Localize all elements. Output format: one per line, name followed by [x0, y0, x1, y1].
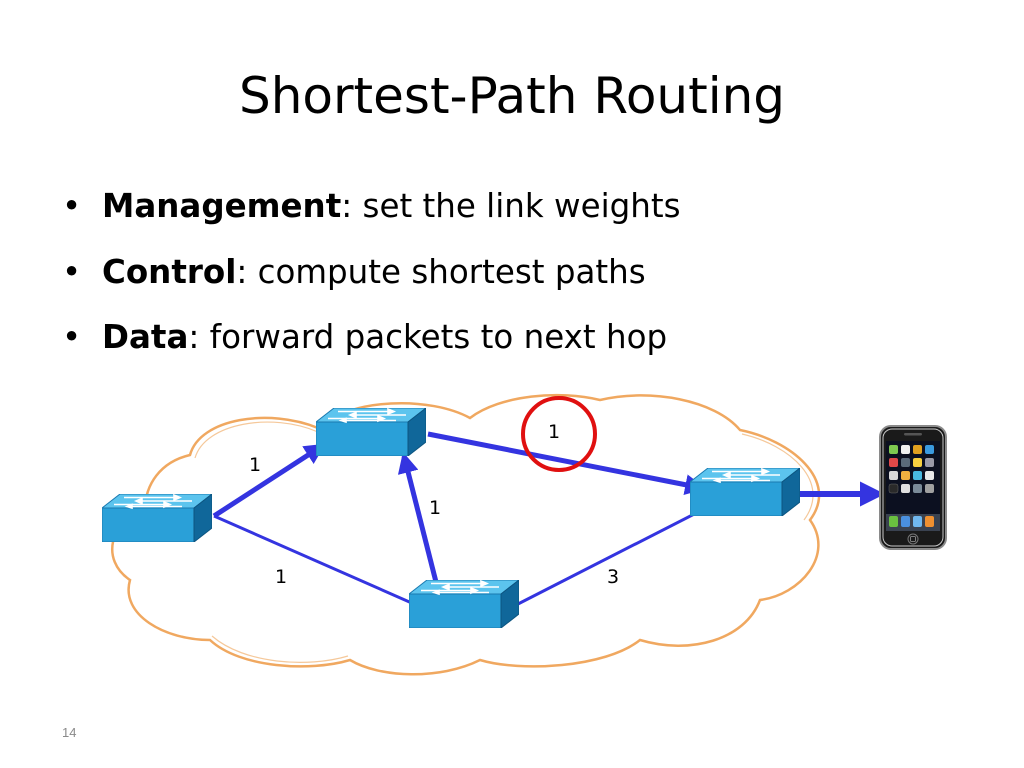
link-bottom-top	[397, 451, 439, 583]
link-left-bottom	[213, 514, 415, 606]
bullet-dot-icon: •	[62, 318, 82, 356]
bullet-dot-icon: •	[62, 187, 82, 225]
link-weight-label: 3	[607, 566, 619, 588]
bullet-text: : set the link weights	[341, 187, 681, 225]
link-weight-label: 1	[249, 454, 261, 476]
bullet-term: Management	[102, 187, 342, 225]
link-weight-label: 1	[429, 497, 441, 519]
switch-top	[316, 408, 426, 456]
slide-title: Shortest-Path Routing	[238, 67, 786, 125]
switch-bottom	[409, 580, 519, 628]
bullet-text: : forward packets to next hop	[188, 318, 668, 356]
network-links	[212, 431, 886, 606]
page-number: 14	[62, 725, 77, 740]
link-left-top	[212, 443, 326, 519]
link-top-right	[427, 431, 707, 496]
bullet-text: : compute shortest paths	[236, 252, 646, 291]
smartphone-icon	[879, 425, 947, 550]
link-bottom-right	[517, 506, 707, 606]
bullet-control: • Control: compute shortest paths	[62, 252, 681, 292]
bullet-term: Data	[102, 318, 189, 356]
bullet-management: • Management: set the link weights	[62, 186, 681, 226]
bullet-data: • Data: forward packets to next hop	[62, 317, 681, 357]
switch-right	[690, 468, 800, 516]
switch-left	[102, 494, 212, 542]
link-weight-label: 1	[548, 421, 560, 443]
bullet-term: Control	[102, 252, 237, 291]
bullet-list: • Management: set the link weights • Con…	[62, 186, 681, 383]
highlight-circle	[521, 396, 597, 472]
link-weight-label: 1	[275, 566, 287, 588]
network-cloud	[111, 393, 821, 676]
bullet-dot-icon: •	[62, 252, 82, 291]
